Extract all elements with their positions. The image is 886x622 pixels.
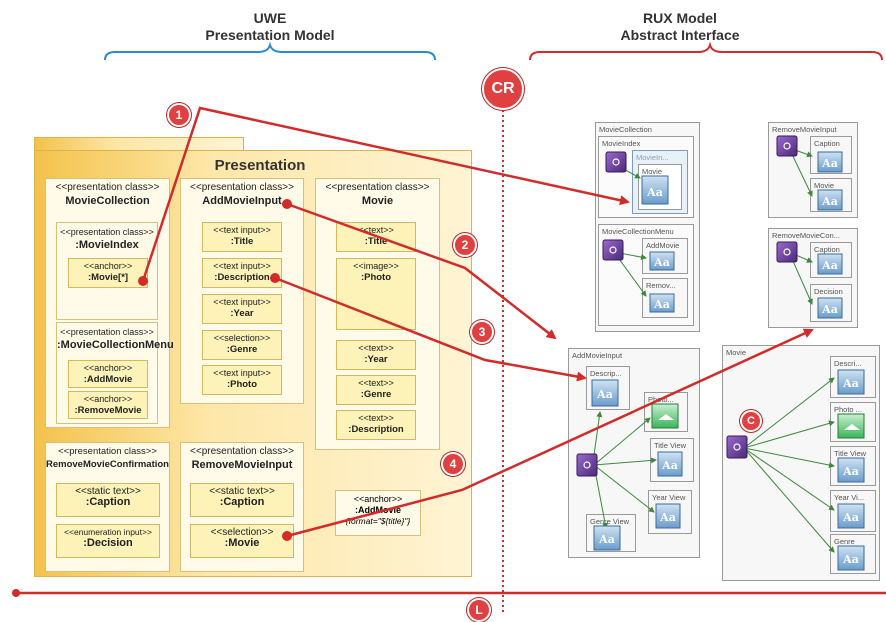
anchor-add-movie: <<anchor>> :AddMovie bbox=[68, 360, 148, 388]
input-photo: <<text input>>:Photo bbox=[202, 365, 282, 395]
svg-text:Aa: Aa bbox=[661, 459, 678, 472]
stereotype: <<presentation class>> bbox=[55, 182, 160, 193]
image-photo: <<image>>:Photo bbox=[336, 258, 416, 330]
svg-text:Aa: Aa bbox=[646, 186, 663, 199]
arrow-2 bbox=[286, 202, 557, 340]
svg-text:Aa: Aa bbox=[842, 465, 859, 478]
arrow-3 bbox=[274, 276, 587, 382]
static-caption: <<static text>>:Caption bbox=[56, 483, 160, 517]
rux-title: RUX Model bbox=[643, 10, 717, 26]
presentation-title: Presentation bbox=[214, 157, 306, 174]
rux-bracket bbox=[529, 41, 883, 61]
select-movie: <<selection>>:Movie bbox=[190, 524, 294, 558]
input-year: <<text input>>:Year bbox=[202, 294, 282, 324]
marker-cr: CR bbox=[482, 68, 524, 110]
anchor-remove-movie: <<anchor>> :RemoveMovie bbox=[68, 391, 148, 419]
marker-c: C bbox=[740, 410, 762, 432]
svg-text:Aa: Aa bbox=[842, 553, 859, 566]
svg-text:Aa: Aa bbox=[842, 377, 859, 390]
text-description: <<text>>:Description bbox=[336, 410, 416, 440]
svg-text:Aa: Aa bbox=[821, 303, 838, 316]
rux-header: RUX Model Abstract Interface bbox=[580, 10, 780, 44]
svg-text:Aa: Aa bbox=[653, 298, 670, 311]
marker-4: 4 bbox=[441, 452, 465, 476]
presentation-tab bbox=[34, 137, 244, 152]
static-caption-2: <<static text>>:Caption bbox=[190, 483, 294, 517]
text-year: <<text>>:Year bbox=[336, 340, 416, 370]
marker-3: 3 bbox=[470, 320, 494, 344]
marker-l: L bbox=[467, 598, 491, 622]
text-genre: <<text>>:Genre bbox=[336, 375, 416, 405]
input-description: <<text input>>:Description bbox=[202, 258, 282, 288]
uwe-subtitle: Presentation Model bbox=[205, 27, 335, 43]
rux-subtitle: Abstract Interface bbox=[620, 27, 740, 43]
svg-text:Aa: Aa bbox=[653, 256, 670, 269]
uwe-bracket bbox=[104, 41, 436, 61]
svg-text:Aa: Aa bbox=[821, 195, 838, 208]
svg-text:Aa: Aa bbox=[821, 259, 838, 272]
svg-text:Aa: Aa bbox=[659, 511, 676, 524]
svg-text:Aa: Aa bbox=[596, 388, 613, 401]
uwe-header: UWE Presentation Model bbox=[170, 10, 370, 44]
class-name: MovieCollection bbox=[65, 195, 150, 207]
svg-text:Aa: Aa bbox=[842, 511, 859, 524]
enum-decision: <<enumeration input>>:Decision bbox=[56, 524, 160, 558]
arrow-1 bbox=[141, 106, 630, 282]
arrow-4 bbox=[286, 328, 814, 538]
purple-nodes bbox=[576, 135, 798, 477]
svg-text:Aa: Aa bbox=[821, 157, 838, 170]
marker-2: 2 bbox=[453, 233, 477, 257]
uwe-title: UWE bbox=[253, 10, 287, 26]
svg-text:Aa: Aa bbox=[598, 533, 615, 546]
select-genre: <<selection>>:Genre bbox=[202, 330, 282, 360]
marker-1: 1 bbox=[167, 103, 191, 127]
anchor-movie: <<anchor>> :Movie[*] bbox=[68, 258, 148, 288]
input-title: <<text input>>:Title bbox=[202, 222, 282, 252]
